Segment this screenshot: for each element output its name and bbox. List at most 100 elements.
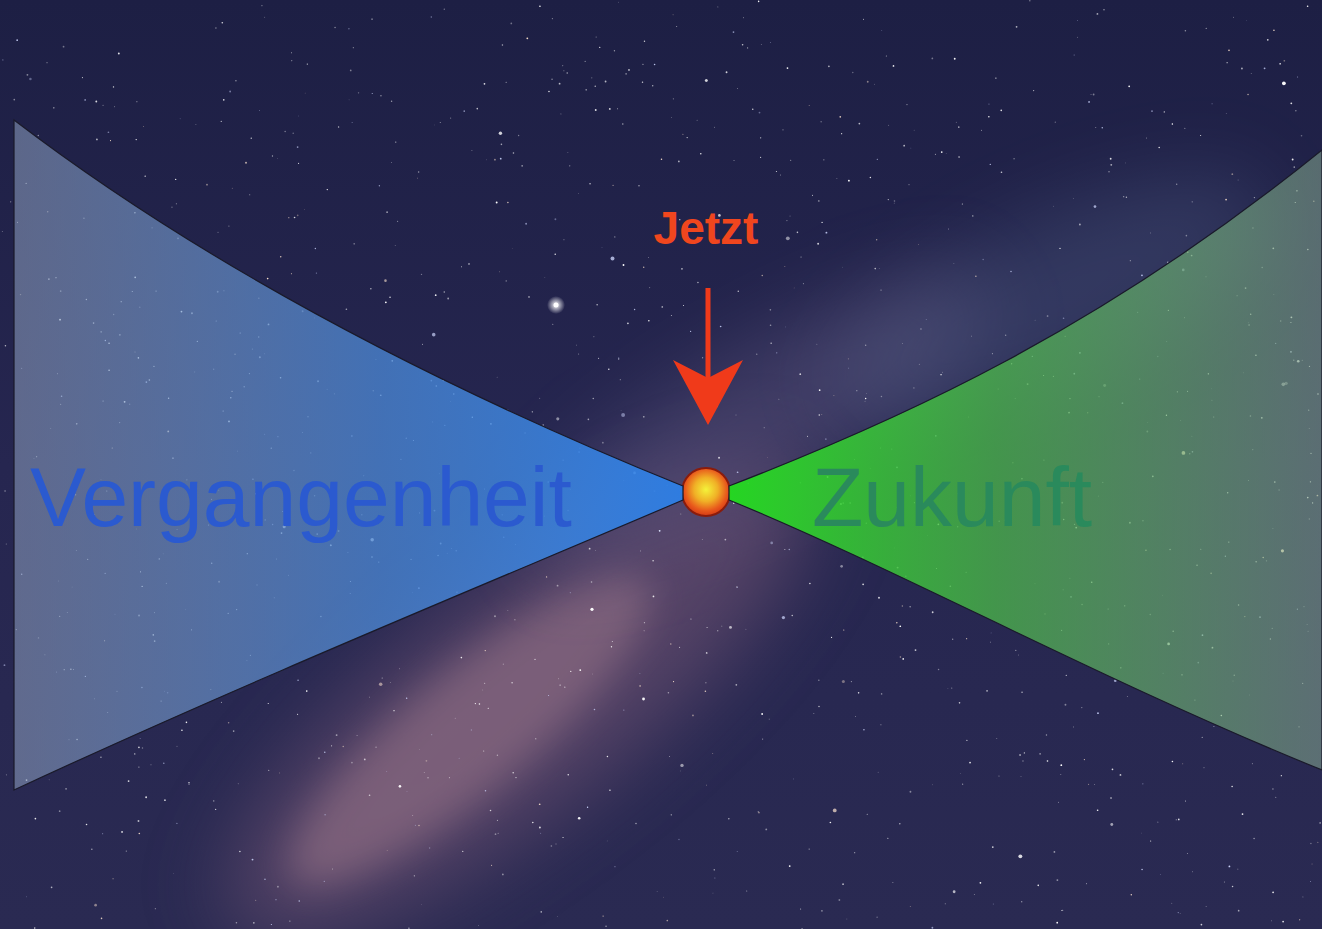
star xyxy=(548,91,550,93)
star xyxy=(1176,819,1177,820)
star xyxy=(596,304,598,306)
star xyxy=(213,800,214,801)
star xyxy=(614,866,615,867)
star xyxy=(548,695,549,696)
star xyxy=(1184,128,1185,129)
star xyxy=(648,320,650,322)
star xyxy=(526,37,528,39)
star xyxy=(444,9,445,10)
star xyxy=(643,416,645,418)
star xyxy=(639,673,640,674)
star xyxy=(865,345,866,346)
star xyxy=(833,394,835,396)
star xyxy=(760,157,761,158)
star xyxy=(1065,704,1067,706)
star xyxy=(1164,111,1165,112)
star xyxy=(491,865,492,866)
star xyxy=(463,110,465,112)
star xyxy=(228,225,229,226)
star xyxy=(65,788,67,790)
star xyxy=(4,664,6,666)
star xyxy=(819,414,821,416)
star xyxy=(1151,110,1153,112)
star xyxy=(975,276,976,277)
star xyxy=(398,668,400,670)
star xyxy=(659,530,661,532)
star xyxy=(484,683,485,684)
star xyxy=(878,268,880,270)
star xyxy=(293,133,294,134)
star xyxy=(331,745,332,746)
star xyxy=(113,878,114,879)
star xyxy=(551,845,553,847)
band-text-holder: Vergangenheit xyxy=(30,455,572,539)
star xyxy=(790,215,791,216)
star xyxy=(866,392,868,394)
star xyxy=(960,772,962,774)
star xyxy=(559,83,561,85)
star xyxy=(813,712,815,714)
star xyxy=(101,918,103,920)
star xyxy=(95,101,97,103)
star xyxy=(866,813,868,815)
star xyxy=(298,115,300,117)
star xyxy=(951,688,952,689)
star xyxy=(264,878,266,880)
star xyxy=(431,16,432,17)
star xyxy=(176,203,177,204)
star xyxy=(747,47,748,48)
star xyxy=(842,266,844,268)
star xyxy=(809,848,810,849)
band-shape xyxy=(14,120,683,790)
star xyxy=(1178,819,1180,821)
star xyxy=(316,272,317,273)
star xyxy=(450,118,451,119)
star xyxy=(738,291,740,293)
star xyxy=(782,129,783,130)
star xyxy=(1179,913,1181,915)
star xyxy=(858,123,860,125)
star xyxy=(706,652,708,654)
star xyxy=(1061,910,1063,912)
star xyxy=(1141,274,1143,276)
star xyxy=(717,630,718,631)
star xyxy=(854,852,855,853)
star xyxy=(770,324,772,326)
star xyxy=(990,641,992,643)
star xyxy=(1192,201,1193,202)
star xyxy=(351,762,353,764)
star xyxy=(497,755,498,756)
star xyxy=(913,129,915,131)
star xyxy=(478,924,480,926)
star xyxy=(239,851,241,853)
star xyxy=(1120,774,1122,776)
star xyxy=(1281,775,1282,776)
star xyxy=(1254,197,1255,198)
star xyxy=(870,177,872,179)
star xyxy=(1010,271,1011,272)
star xyxy=(593,336,595,338)
star xyxy=(605,925,607,927)
star xyxy=(745,628,747,630)
star xyxy=(419,749,421,751)
star xyxy=(145,796,147,798)
star xyxy=(885,55,887,57)
star xyxy=(1182,763,1183,764)
star xyxy=(831,637,832,638)
star xyxy=(371,18,372,19)
star xyxy=(461,657,463,659)
star xyxy=(1088,101,1090,103)
star xyxy=(155,908,156,909)
star xyxy=(701,539,703,541)
star xyxy=(918,363,920,365)
star xyxy=(1267,39,1269,41)
star xyxy=(1016,26,1018,28)
star xyxy=(1185,30,1187,32)
star xyxy=(114,106,116,108)
star xyxy=(393,710,394,711)
bright-star xyxy=(547,296,565,314)
star xyxy=(324,751,326,753)
star xyxy=(506,280,507,281)
star xyxy=(671,116,673,118)
star xyxy=(966,638,967,639)
